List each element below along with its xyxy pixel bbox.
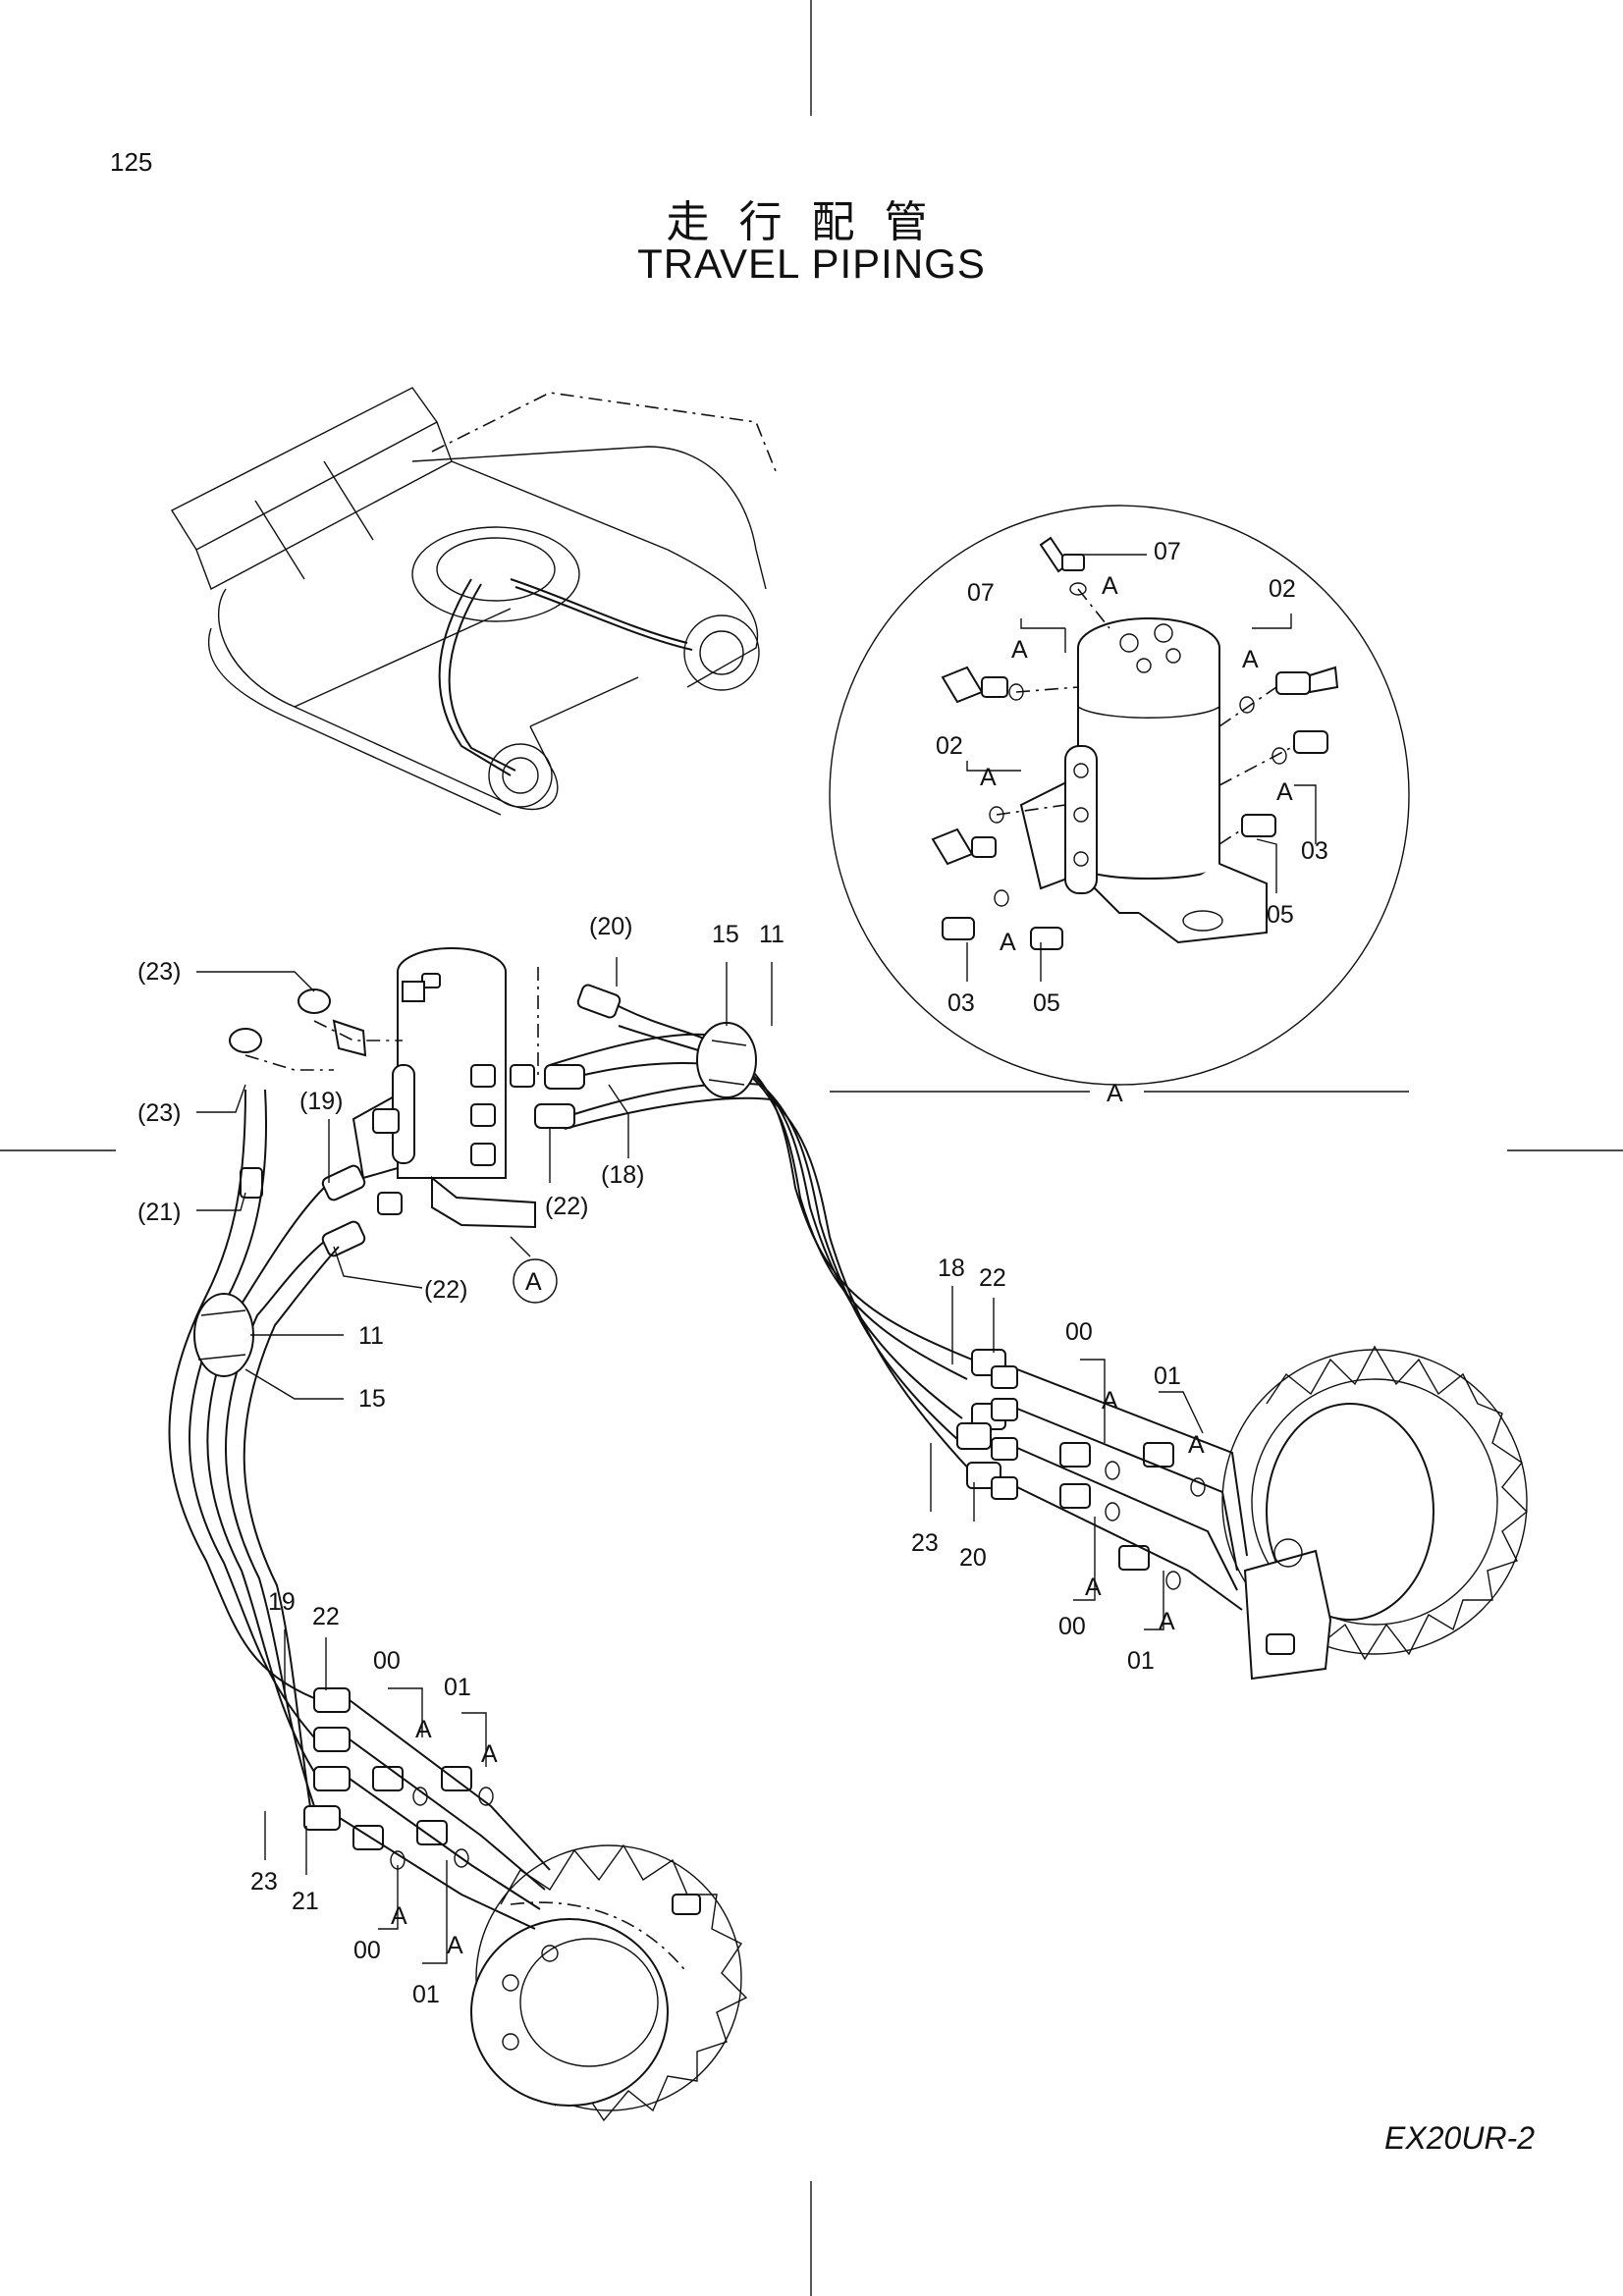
left-travel-motor: 19 22 00 01 23 21 00 01 A A A A	[250, 1588, 748, 2122]
right-travel-motor: 18 22 00 01 23 20 00 01 A A A A	[911, 1255, 1529, 1681]
left-label-a-1: A	[415, 1716, 432, 1743]
left-label-21: 21	[292, 1888, 319, 1915]
machine-overview-sketch	[171, 387, 777, 816]
detail-label-a-3: A	[1242, 646, 1259, 673]
label-20: (20)	[589, 913, 632, 940]
detail-label-07-top: 07	[1154, 538, 1181, 565]
right-label-a-4: A	[1159, 1608, 1175, 1635]
label-22-lower: (22)	[424, 1276, 467, 1304]
right-label-00-bottom: 00	[1058, 1613, 1086, 1640]
detail-label-a-1: A	[1102, 572, 1118, 600]
label-11-top: 11	[759, 921, 784, 948]
left-label-01-top: 01	[444, 1674, 471, 1701]
left-label-23: 23	[250, 1868, 278, 1896]
left-hose-bundle	[168, 1089, 351, 1832]
detail-label-a-5: A	[1000, 929, 1016, 956]
detail-label-a-4: A	[980, 764, 997, 791]
right-label-18: 18	[938, 1255, 965, 1282]
left-label-22: 22	[312, 1603, 340, 1630]
detail-label-05-right: 05	[1267, 901, 1294, 929]
label-23-middle: (23)	[137, 1099, 181, 1127]
left-label-00-bottom: 00	[353, 1937, 381, 1964]
label-23-top: (23)	[137, 958, 181, 986]
page-title-japanese: 走行配管	[666, 197, 957, 247]
left-label-00-top: 00	[373, 1647, 401, 1675]
detail-label-05-bottom: 05	[1033, 989, 1060, 1017]
right-hose-bundle	[549, 1005, 1018, 1500]
label-21: (21)	[137, 1199, 181, 1226]
detail-a-view: 07 07 02 02 03 05 03 05 A A A A A A A	[829, 505, 1410, 1107]
detail-label-02-left: 02	[936, 732, 963, 760]
label-11-bottom: 11	[358, 1322, 384, 1350]
detail-marker-a: A	[525, 1268, 542, 1296]
right-label-20: 20	[959, 1544, 987, 1572]
right-label-23: 23	[911, 1529, 939, 1557]
machine-model: EX20UR-2	[1384, 2120, 1535, 2156]
right-label-01-bottom: 01	[1127, 1647, 1155, 1675]
page-number: 125	[110, 147, 153, 177]
right-label-a-1: A	[1102, 1387, 1118, 1415]
right-label-a-2: A	[1188, 1431, 1205, 1459]
detail-view-label: A	[1107, 1080, 1123, 1107]
left-label-01-bottom: 01	[412, 1981, 440, 2008]
left-label-a-4: A	[447, 1932, 463, 1959]
page-title-english: TRAVEL PIPINGS	[637, 240, 986, 287]
left-label-19: 19	[268, 1588, 296, 1616]
detail-label-03-right: 03	[1301, 837, 1328, 865]
left-label-a-2: A	[481, 1740, 498, 1768]
left-label-a-3: A	[391, 1902, 407, 1930]
detail-label-a-2: A	[1011, 636, 1028, 664]
label-15-top: 15	[712, 921, 739, 948]
label-15-bottom: 15	[358, 1385, 386, 1413]
right-label-a-3: A	[1085, 1574, 1102, 1601]
detail-label-a-6: A	[1276, 778, 1293, 806]
label-22-upper: (22)	[545, 1193, 588, 1220]
right-label-00-top: 00	[1065, 1318, 1093, 1346]
right-label-01-top: 01	[1154, 1362, 1181, 1390]
detail-label-03-bottom: 03	[947, 989, 975, 1017]
right-label-22: 22	[979, 1264, 1006, 1292]
center-joint-assembly	[229, 947, 622, 1257]
detail-label-07-left: 07	[967, 579, 995, 607]
detail-label-02-right: 02	[1269, 575, 1296, 603]
label-18: (18)	[601, 1161, 644, 1189]
main-assembly-labels: A (23) (23) (21) (19) (20) (18) (22) (22…	[137, 913, 784, 1413]
label-19: (19)	[299, 1088, 343, 1115]
